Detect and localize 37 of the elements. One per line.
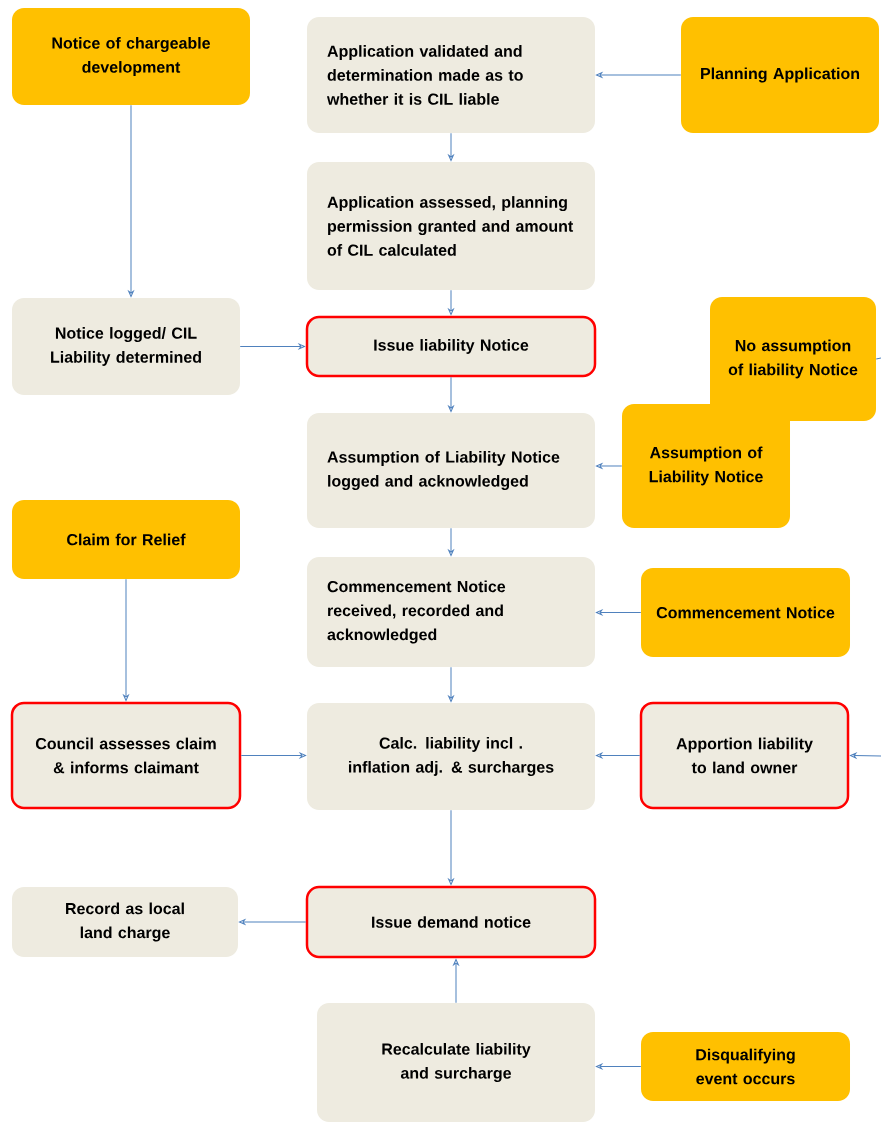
arrow (239, 343, 305, 350)
arrow (850, 752, 881, 759)
event-box: Disqualifying event occurs (641, 1032, 850, 1101)
process-box: Calc. liability incl . inflation adj. & surcharges (307, 703, 595, 810)
arrow (595, 609, 642, 616)
event-box: Assumption of Liability Notice (622, 404, 790, 528)
arrow (448, 809, 454, 885)
arrow (238, 919, 307, 925)
process-box: Assumption of Liability Notice logged and acknowledged (307, 413, 595, 528)
process-box: Application validated and determination made as to whether it is CIL liable (307, 17, 595, 133)
arrow (453, 959, 459, 1004)
arrow (595, 463, 623, 469)
arrow (240, 752, 307, 759)
process-box: Record as local land charge (12, 887, 238, 957)
event-box: No assumption of liability Notice (710, 297, 876, 421)
process-box: Recalculate liability and surcharge (317, 1003, 595, 1122)
process-box: Commencement Notice received, recorded and acknowledged (307, 557, 595, 667)
process-box: Issue demand notice (305, 885, 597, 959)
event-box: Notice of chargeable development (12, 8, 250, 105)
arrow (448, 289, 454, 315)
arrow (595, 752, 641, 759)
arrow (448, 132, 454, 162)
arrow (595, 1063, 642, 1070)
event-box: Planning Application (681, 17, 879, 133)
event-box: Commencement Notice (641, 568, 850, 657)
arrow (123, 578, 129, 701)
event-box: Claim for Relief (12, 500, 240, 579)
process-box: Issue liability Notice (305, 315, 597, 378)
process-box: Apportion liability to land owner (639, 701, 850, 810)
process-box: Application assessed, planning permission granted and amount of CIL calculated (307, 162, 595, 290)
arrow (448, 376, 454, 413)
arrow (595, 72, 682, 78)
arrow (448, 527, 454, 557)
process-box: Notice logged/ CIL Liability determined (12, 298, 240, 395)
arrow (448, 666, 454, 703)
process-box: Council assesses claim & informs claimant (10, 701, 242, 810)
arrow (128, 104, 134, 298)
